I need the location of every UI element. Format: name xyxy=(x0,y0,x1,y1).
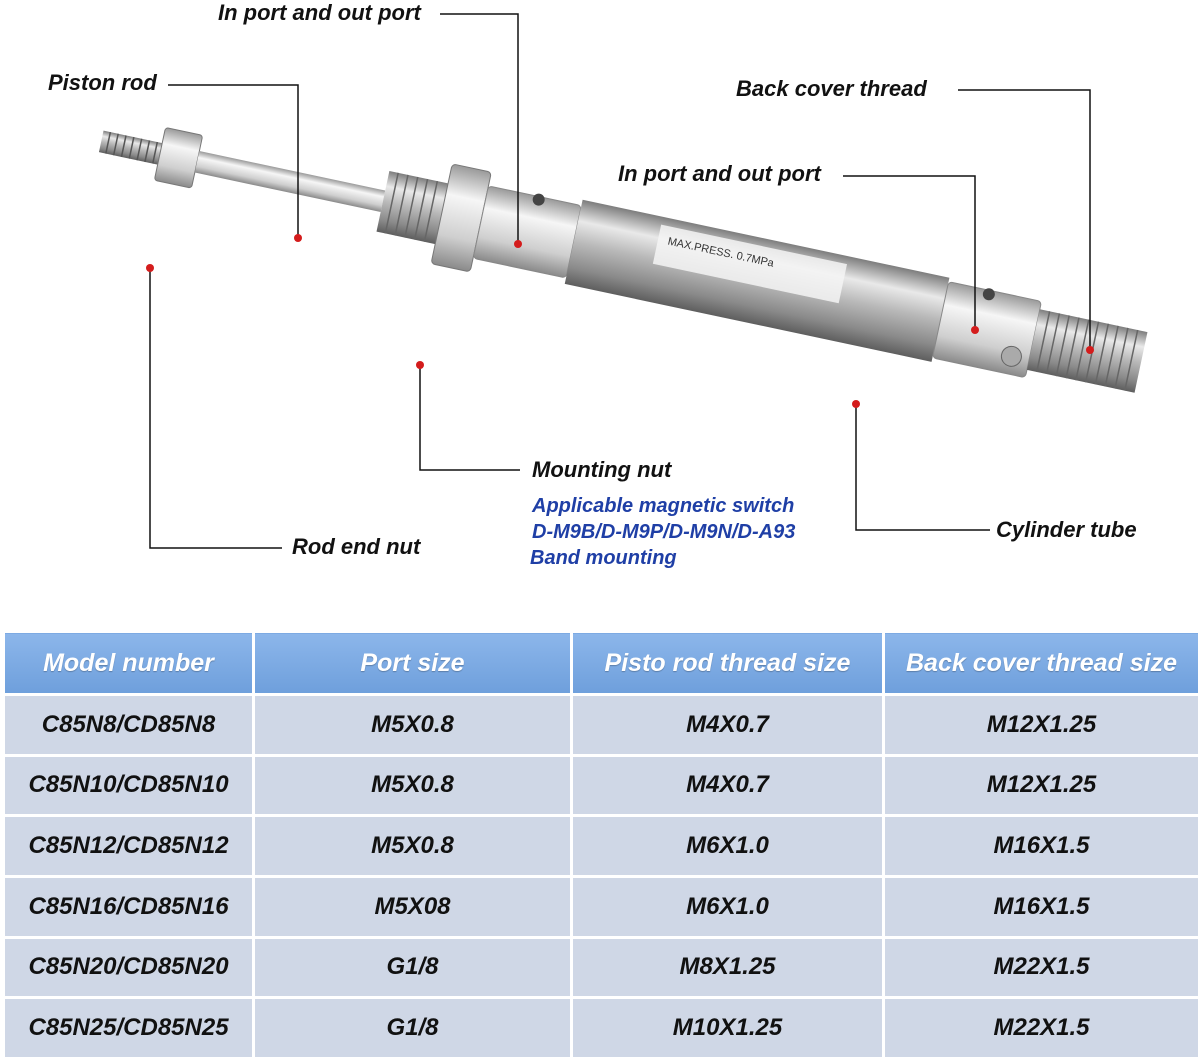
cell-model: C85N12/CD85N12 xyxy=(2,814,255,878)
marker-in-port-right xyxy=(971,326,979,334)
table-row: C85N8/CD85N8 M5X0.8 M4X0.7 M12X1.25 xyxy=(2,693,1200,757)
cell-rod-thread: M4X0.7 xyxy=(570,693,885,757)
front-port-hole xyxy=(532,193,545,206)
cell-port-size: G1/8 xyxy=(252,996,573,1060)
header-back-cover-thread-size: Back cover thread size xyxy=(882,630,1200,696)
cell-back-thread: M12X1.25 xyxy=(882,753,1200,818)
leader-mounting-nut xyxy=(419,365,520,471)
marker-piston-rod xyxy=(294,234,302,242)
callout-magnetic-switch-title: Applicable magnetic switch xyxy=(532,495,795,517)
table-row: C85N10/CD85N10 M5X0.8 M4X0.7 M12X1.25 xyxy=(2,753,1200,818)
callout-band-mounting: Band mounting xyxy=(530,547,677,569)
leader-in-port-right xyxy=(843,175,976,330)
cell-port-size: M5X0.8 xyxy=(252,753,573,818)
callout-in-port-top: In port and out port xyxy=(218,0,421,25)
rod-thread-lines xyxy=(105,131,159,164)
cylinder-diagram: MAX.PRESS. 0.7MPa xyxy=(48,0,1148,569)
cell-back-thread: M16X1.5 xyxy=(882,874,1200,939)
callout-rod-end-nut: Rod end nut xyxy=(292,534,421,559)
cell-model: C85N25/CD85N25 xyxy=(2,996,255,1060)
cell-model: C85N10/CD85N10 xyxy=(2,753,255,818)
marker-back-cover xyxy=(1086,346,1094,354)
front-thread-lines xyxy=(384,172,439,242)
callout-cylinder-tube: Cylinder tube xyxy=(996,517,1137,542)
callout-magnetic-switch-models: D-M9B/D-M9P/D-M9N/D-A93 xyxy=(532,521,796,543)
cell-rod-thread: M10X1.25 xyxy=(570,996,885,1060)
back-thread-lines xyxy=(1036,311,1139,391)
markers xyxy=(146,234,1094,408)
table-row: C85N12/CD85N12 M5X0.8 M6X1.0 M16X1.5 xyxy=(2,814,1200,878)
cell-model: C85N8/CD85N8 xyxy=(2,693,255,757)
marker-mounting-nut xyxy=(416,361,424,369)
leader-back-cover xyxy=(958,89,1091,350)
cell-model: C85N20/CD85N20 xyxy=(2,935,255,1000)
leader-rod-end-nut xyxy=(149,268,282,549)
table-row: C85N20/CD85N20 G1/8 M8X1.25 M22X1.5 xyxy=(2,935,1200,1000)
marker-rod-end-nut xyxy=(146,264,154,272)
marker-in-port-top xyxy=(514,240,522,248)
leader-piston-rod xyxy=(168,84,299,238)
cylinder-body-group: MAX.PRESS. 0.7MPa xyxy=(98,127,1148,393)
header-rod-thread-size: Pisto rod thread size xyxy=(570,630,885,696)
header-model-number: Model number xyxy=(2,630,255,696)
piston-rod xyxy=(194,151,386,213)
rear-port-hole xyxy=(982,288,995,301)
callout-back-cover-thread: Back cover thread xyxy=(736,76,927,101)
table-header-row: Model number Port size Pisto rod thread … xyxy=(2,630,1200,696)
callout-mounting-nut: Mounting nut xyxy=(532,457,672,482)
cell-port-size: M5X0.8 xyxy=(252,693,573,757)
callout-piston-rod: Piston rod xyxy=(48,70,157,95)
cell-rod-thread: M4X0.7 xyxy=(570,753,885,818)
cell-back-thread: M12X1.25 xyxy=(882,693,1200,757)
cell-rod-thread: M8X1.25 xyxy=(570,935,885,1000)
leader-cylinder-tube xyxy=(855,404,990,531)
rod-thread xyxy=(98,130,163,165)
rod-end-nut xyxy=(154,127,203,189)
cell-port-size: G1/8 xyxy=(252,935,573,1000)
marker-cylinder-tube xyxy=(852,400,860,408)
specification-table: Model number Port size Pisto rod thread … xyxy=(2,630,1200,1060)
cell-port-size: M5X0.8 xyxy=(252,814,573,878)
tube-label-sticker xyxy=(652,224,848,304)
table-row: C85N16/CD85N16 M5X08 M6X1.0 M16X1.5 xyxy=(2,874,1200,939)
callout-in-port-right: In port and out port xyxy=(618,161,821,186)
rear-pivot-hole xyxy=(1000,345,1022,367)
cell-rod-thread: M6X1.0 xyxy=(570,814,885,878)
cylinder-illustration: MAX.PRESS. 0.7MPa xyxy=(98,13,1148,549)
cell-back-thread: M16X1.5 xyxy=(882,814,1200,878)
cell-model: C85N16/CD85N16 xyxy=(2,874,255,939)
leader-in-port-top xyxy=(440,13,519,244)
header-port-size: Port size xyxy=(252,630,573,696)
cell-back-thread: M22X1.5 xyxy=(882,935,1200,1000)
leader-lines xyxy=(149,13,1091,549)
table-row: C85N25/CD85N25 G1/8 M10X1.25 M22X1.5 xyxy=(2,996,1200,1060)
front-head xyxy=(473,186,582,278)
cell-back-thread: M22X1.5 xyxy=(882,996,1200,1060)
cell-rod-thread: M6X1.0 xyxy=(570,874,885,939)
cell-port-size: M5X08 xyxy=(252,874,573,939)
